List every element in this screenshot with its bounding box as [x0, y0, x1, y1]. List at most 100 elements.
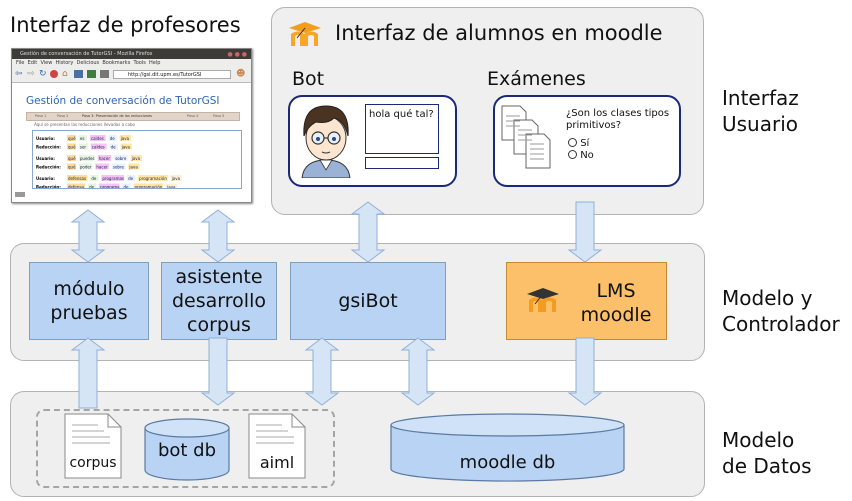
table-cell: de: [111, 145, 117, 150]
moodle-logo-icon: [527, 288, 559, 312]
browser-window: Gestión de conversación de TutorGSI - Mo…: [11, 48, 252, 203]
arrow-asistente-ui: [200, 209, 236, 263]
home-icon[interactable]: ⌂: [62, 69, 68, 79]
table-cell-highlight: [90, 143, 107, 150]
table-cell-highlight: [114, 155, 128, 161]
table-cell: es: [80, 136, 85, 141]
table-cell: caldes: [91, 136, 104, 141]
table-cell: de: [89, 185, 95, 189]
wizard-tabs: Paso 1 Paso 2 Paso 3: Presentación de la…: [26, 112, 240, 121]
table-cell: java: [121, 145, 131, 150]
table-row-label: Usuario:: [36, 176, 55, 181]
bot-avatar-icon: [301, 105, 351, 178]
url-bar[interactable]: http://gsi.dit.upm.es/TutorGSI: [113, 70, 231, 79]
table-cell: java: [128, 165, 138, 170]
table-cell-highlight: [99, 183, 120, 190]
table-cell-highlight: [89, 135, 106, 141]
forward-arrow-icon[interactable]: ⇨: [27, 69, 35, 79]
table-row-label: Usuario:: [36, 156, 55, 161]
table-cell: hacer: [99, 156, 111, 161]
table-cell-highlight: [97, 155, 112, 161]
table-cell-highlight: [67, 175, 88, 181]
table-cell: poder: [80, 165, 92, 170]
module-gsibot: gsiBot: [290, 262, 446, 340]
addon-icon-3[interactable]: [100, 70, 109, 78]
table-cell: de: [124, 185, 130, 189]
addon-icon-1[interactable]: [74, 70, 83, 78]
table-cell-highlight: [127, 175, 136, 181]
bot-chat-text: hola qué tal?: [369, 109, 434, 120]
table-cell-highlight: [119, 135, 131, 141]
arrow-data-pruebas: [70, 337, 106, 409]
radio-icon[interactable]: [568, 150, 577, 159]
exam-question: ¿Son los clases tipos primitivos?: [566, 108, 670, 131]
table-cell-highlight: [120, 143, 132, 150]
browser-status-icon: [15, 192, 25, 197]
exams-label: Exámenes: [487, 68, 586, 90]
page-heading: Gestión de conversación de TutorGSI: [26, 95, 220, 107]
moodledb-label: moodle db: [459, 452, 556, 473]
layer-data-label: Modelo de Datos: [722, 428, 812, 478]
exam-option-no[interactable]: No: [568, 150, 594, 162]
exam-option-yes[interactable]: Sí: [568, 138, 589, 150]
table-row-label: Usuario:: [36, 136, 55, 141]
arrow-gsibot-moodledb: [400, 337, 436, 406]
table-cell-highlight: [88, 183, 97, 190]
arrow-gsibot-botdb: [304, 337, 340, 406]
table-cell-highlight: [108, 135, 117, 141]
table-row-label: Reducción:: [36, 185, 61, 189]
stop-icon[interactable]: [50, 70, 58, 78]
student-interface-title: Interfaz de alumnos en moodle: [335, 21, 663, 45]
table-cell: qué: [68, 165, 76, 170]
browser-toolbar: ⇦ ⇨ ↻ ⌂ http://gsi.dit.upm.es/TutorGSI ☻: [12, 68, 251, 83]
bot-data-group: [36, 409, 335, 488]
table-cell: programa: [100, 185, 120, 189]
table-cell: hacer: [96, 165, 108, 170]
table-cell: ser: [80, 145, 87, 150]
table-cell: sobre: [113, 165, 125, 170]
table-cell-highlight: [170, 175, 182, 181]
table-cell-highlight: [67, 163, 76, 170]
table-cell-highlight: [101, 175, 125, 181]
bot-chat-input[interactable]: [365, 157, 439, 169]
table-cell-highlight: [78, 143, 88, 150]
table-cell-highlight: [109, 143, 118, 150]
site-icon[interactable]: ☻: [236, 69, 246, 79]
table-cell: de: [91, 176, 97, 181]
window-controls-icon[interactable]: ● ● ●: [227, 51, 247, 58]
table-cell-highlight: [122, 183, 131, 190]
table-cell-highlight: [67, 135, 76, 141]
table-cell-highlight: [78, 135, 87, 141]
table-cell-highlight: [111, 163, 126, 170]
radio-icon[interactable]: [568, 138, 577, 147]
table-cell-highlight: [67, 183, 86, 190]
reload-icon[interactable]: ↻: [39, 69, 47, 79]
arrow-ui-lms: [567, 201, 603, 263]
arrow-asistente-data: [200, 337, 236, 406]
moodledb-cylinder: [390, 413, 625, 482]
table-cell: defensas: [68, 176, 86, 181]
table-cell: qué: [68, 136, 76, 141]
aiml-document-icon: [248, 413, 306, 479]
table-cell: programas: [102, 176, 124, 181]
teacher-interface-title: Interfaz de profesores: [10, 13, 241, 37]
table-cell-highlight: [78, 163, 93, 170]
addon-icon-2[interactable]: [87, 70, 96, 78]
table-cell-highlight: [133, 183, 164, 190]
table-cell: caldes: [92, 145, 105, 150]
table-cell: qué: [68, 145, 76, 150]
table-cell: defensa: [68, 185, 84, 189]
back-arrow-icon[interactable]: ⇦: [15, 69, 23, 79]
botdb-label: bot db: [157, 440, 217, 461]
arrow-lms-moodledb: [567, 337, 603, 406]
layer-ui-label: Interfaz Usuario: [722, 86, 799, 136]
table-cell: java: [171, 176, 181, 181]
table-cell: de: [128, 176, 134, 181]
table-cell-highlight: [138, 175, 168, 181]
corpus-document-icon: [64, 413, 122, 479]
corpus-label: corpus: [69, 455, 117, 471]
